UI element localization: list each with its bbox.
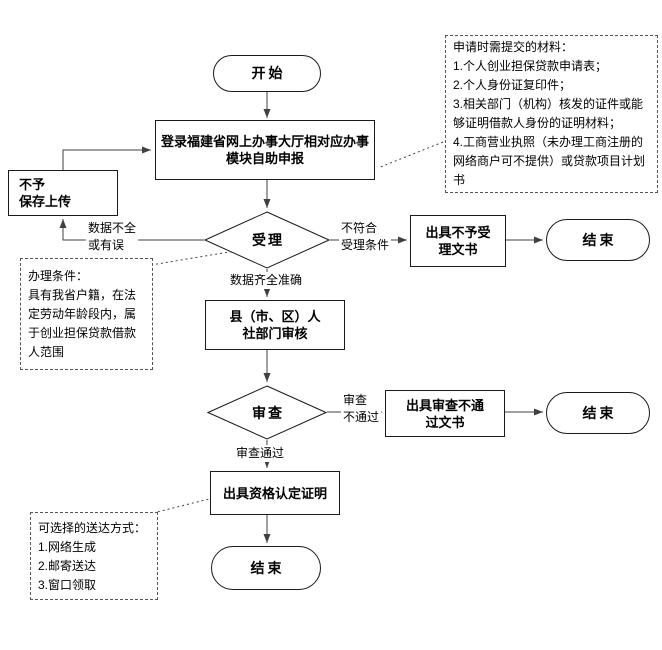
edge-label-review-pass: 审查通过 (234, 445, 287, 462)
no-save-upload-node: 不予 保存上传 (8, 170, 118, 216)
edge-accept-to-nosave (59, 219, 204, 241)
conditions-note: 办理条件： 具有我省户籍，在法 定劳动年龄段内，属 于创业担保贷款借款 人范围 (20, 258, 153, 370)
edge-nosave-to-login (62, 146, 151, 170)
reject-doc-node: 出具不予受 理文书 (410, 215, 506, 267)
end-node-accept: 结束 (546, 219, 650, 261)
end-node-final: 结束 (211, 546, 321, 590)
end-review-label: 结束 (582, 404, 617, 421)
end-accept-label: 结束 (582, 231, 617, 248)
edge-label-data-incomplete: 数据不全 或有误 (86, 220, 139, 254)
start-label: 开始 (251, 65, 286, 81)
edge-label-data-complete: 数据齐全准确 (228, 272, 305, 289)
accept-decision-node: 受理 (204, 211, 330, 269)
accept-decision-label: 受理 (252, 232, 284, 248)
review-fail-doc-node: 出具审查不通 过文书 (385, 390, 505, 437)
certificate-node: 出具资格认定证明 (210, 471, 340, 515)
review-decision-node: 审查 (207, 385, 327, 440)
login-step-label: 登录福建省网上办事大厅相对应办事 模块自助申报 (160, 134, 369, 166)
no-save-upload-label: 不予 保存上传 (19, 177, 72, 209)
dept-review-label: 县（市、区）人 社部门审核 (229, 309, 321, 341)
edge-label-review-fail: 审查 不通过 (341, 392, 382, 426)
note-materials-link (377, 141, 444, 169)
reject-doc-label: 出具不予受 理文书 (425, 225, 491, 257)
note-delivery-link (152, 498, 210, 514)
diamond-shape (204, 211, 330, 269)
review-decision-label: 审查 (252, 404, 284, 421)
materials-note: 申请时需提交的材料： 1.个人创业担保贷款申请表； 2.个人身份证复印件； 3.… (445, 35, 658, 193)
login-step-node: 登录福建省网上办事大厅相对应办事 模块自助申报 (155, 120, 375, 180)
review-fail-doc-label: 出具审查不通 过文书 (405, 397, 484, 430)
dept-review-node: 县（市、区）人 社部门审核 (205, 300, 345, 350)
start-node: 开始 (213, 55, 321, 92)
delivery-options-note: 可选择的送达方式： 1.网络生成 2.邮寄送达 3.窗口领取 (30, 512, 158, 600)
edge-label-not-qualified: 不符合 受理条件 (339, 220, 392, 254)
end-node-review: 结束 (546, 392, 650, 434)
end-final-label: 结束 (250, 559, 285, 576)
note-conditions-link (150, 250, 236, 266)
certificate-label: 出具资格认定证明 (222, 485, 327, 501)
diamond-shape (207, 385, 327, 440)
